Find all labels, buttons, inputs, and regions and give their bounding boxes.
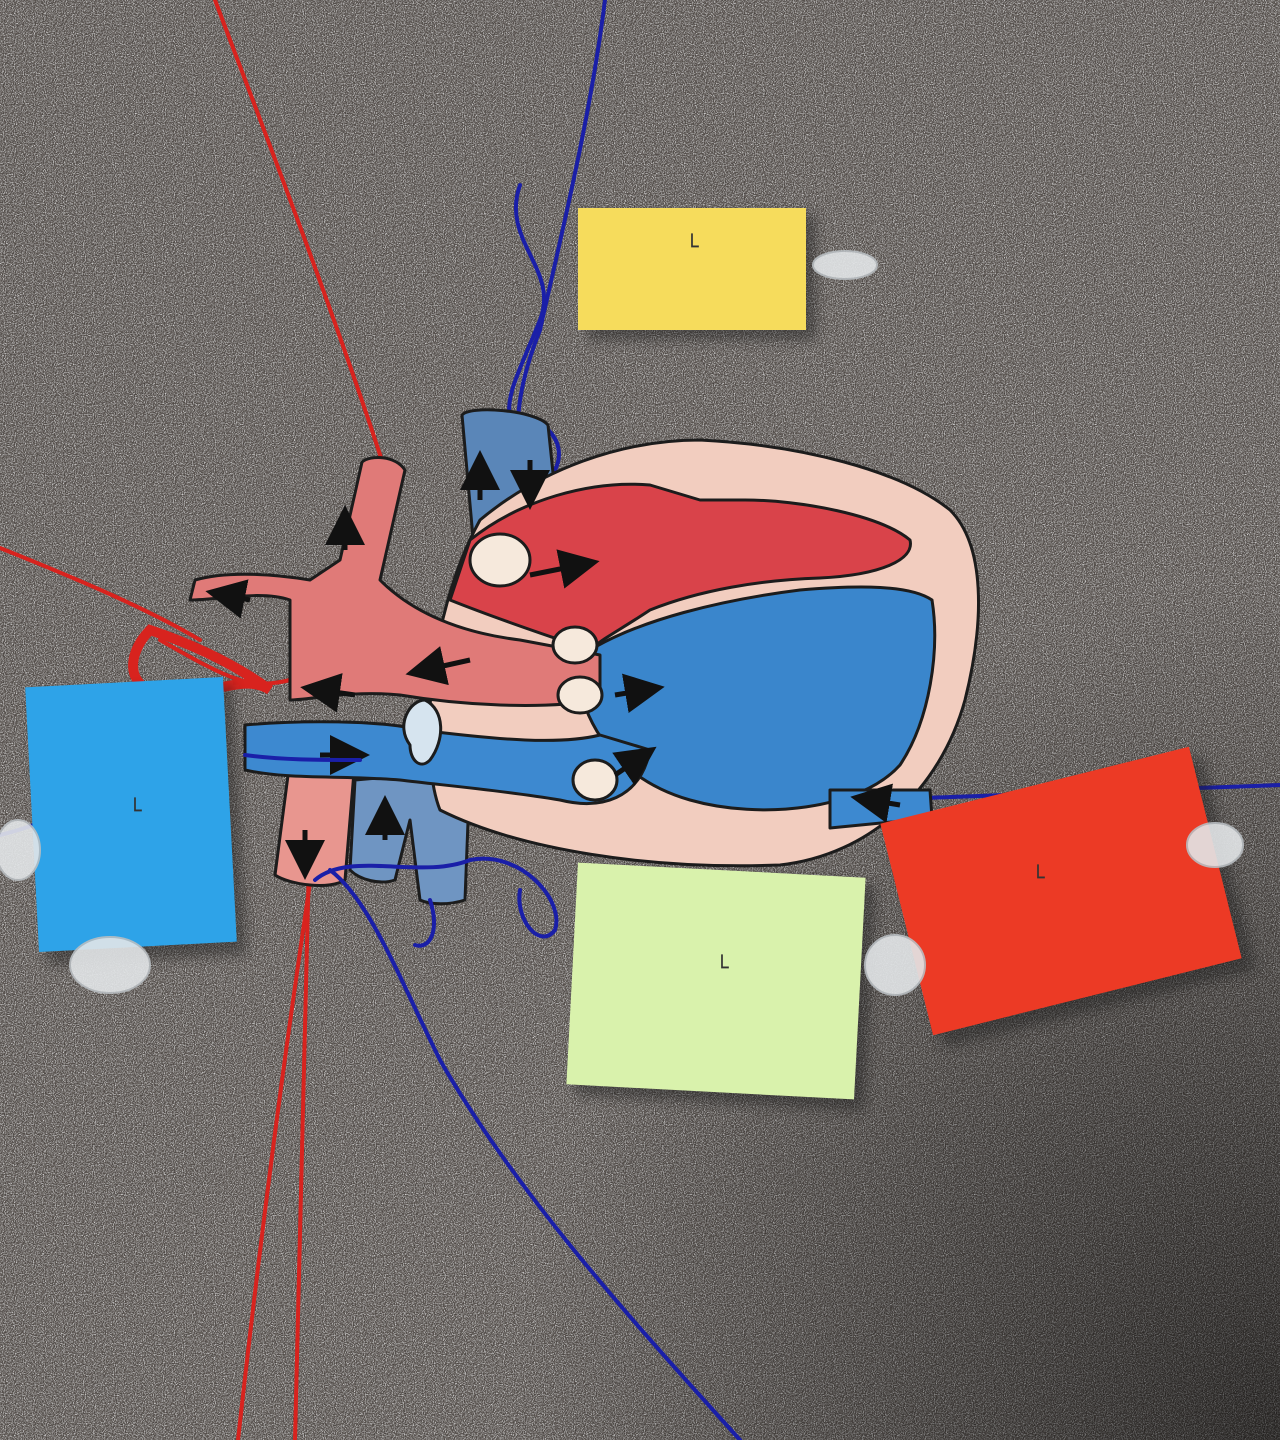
yellow-label-card[interactable]: └ xyxy=(578,208,816,340)
blue-label-card[interactable]: └ xyxy=(25,677,247,965)
valve-tricuspid xyxy=(573,760,617,800)
card-mark: └ xyxy=(128,797,142,824)
card-mark: └ xyxy=(715,954,729,981)
card-mark: └ xyxy=(685,233,699,260)
card-mark: └ xyxy=(1031,864,1045,891)
valve-pulmonary xyxy=(558,677,602,713)
green-label-card[interactable]: └ xyxy=(566,863,875,1111)
valve-top xyxy=(470,534,530,586)
valve-aortic xyxy=(553,627,597,663)
